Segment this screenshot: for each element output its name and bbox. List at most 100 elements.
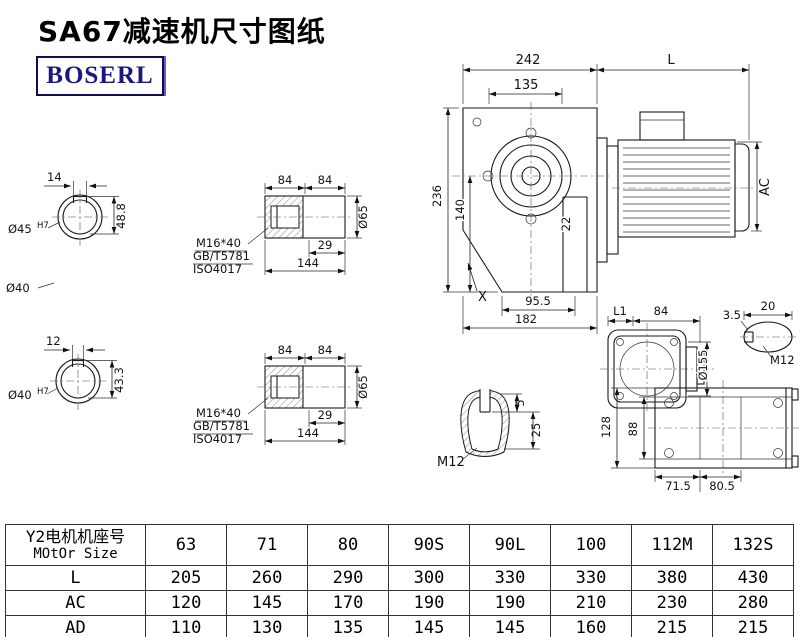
bolt-hole (670, 392, 678, 400)
dim-len-a: 84 (278, 173, 293, 187)
table-cell: 330 (550, 565, 632, 591)
table-cell: 260 (226, 565, 308, 591)
dim-motor-height: AC (758, 178, 773, 196)
dim-height: 236 (430, 185, 444, 207)
dim-shaft-offset: 22 (559, 217, 573, 232)
plug-slot (479, 389, 491, 413)
table-cell: 170 (307, 590, 389, 616)
thread-label: M16*40 (196, 406, 241, 420)
standard-label-1: GB/T5781 (193, 249, 250, 263)
len-total-dim-lines (264, 410, 345, 445)
table-header-line2: MOtOr Size (33, 546, 118, 563)
outer-dia-dim-lines (347, 365, 362, 409)
table-cell: 380 (631, 565, 713, 591)
dim-hole-dist-1: 71.5 (665, 479, 691, 493)
dim-len-b: 84 (318, 173, 333, 187)
page-title: SA67减速机尺寸图纸 (38, 15, 326, 48)
standard-label-2: ISO4017 (193, 262, 242, 276)
width-dim-lines (611, 387, 655, 469)
table-cell: 280 (712, 590, 794, 616)
boserl-logo: BOSERL (36, 56, 164, 96)
motor-terminal-box (639, 111, 685, 141)
dim-keyway-width: 12 (46, 334, 61, 348)
dim-housing-len: 242 (516, 53, 541, 68)
row-label: AC (5, 590, 146, 616)
motor-fan-cowl (734, 143, 750, 232)
slot-len-dim-lines (504, 412, 540, 450)
thread-label: M12 (437, 455, 465, 470)
motor-flange (596, 137, 608, 263)
table-cell: 300 (388, 565, 470, 591)
dim-len-c: 29 (318, 238, 333, 252)
dim-len-a: 84 (278, 343, 293, 357)
output-shaft-channel (562, 196, 588, 292)
table-row-AC: AC 120 145 170 190 190 210 230 280 (5, 590, 794, 616)
thread-label: M12 (770, 353, 795, 367)
table-header-size: 112M (631, 524, 713, 566)
inner-width-dim-lines (639, 396, 655, 460)
len-total-dim-lines (264, 240, 345, 275)
table-header-size: 80 (307, 524, 389, 566)
table-cell: 120 (145, 590, 227, 616)
dim-keyway-height: 43.3 (112, 367, 126, 393)
mount-hole (773, 398, 783, 408)
table-header-size: 132S (712, 524, 794, 566)
dim-slot-len: 25 (529, 423, 543, 438)
row-label: L (5, 565, 146, 591)
dim-foot-len: 95.5 (525, 294, 551, 308)
motor-adapter (606, 145, 619, 255)
table-cell: 145 (388, 615, 470, 637)
motor-fins (623, 147, 730, 233)
length-dim-lines (264, 183, 346, 194)
dim-outer-dia: Ø65 (356, 375, 370, 399)
dim-key-len: 20 (761, 299, 776, 313)
view-main: 242 L 135 236 140 22 95.5 (430, 53, 773, 334)
len-c-dim-lines (308, 240, 346, 275)
plug-inner (467, 396, 503, 453)
dim-key-depth: 3.5 (723, 308, 741, 322)
dim-keyway-width: 14 (47, 170, 62, 184)
motor-dimension-table: Y2电机机座号 MOtOr Size 63 71 80 90S 90L 100 … (5, 524, 794, 637)
housing-len-dim-lines (462, 64, 750, 140)
dim-motor-len: L (667, 53, 675, 68)
dim-keyway-height: 48.8 (114, 203, 128, 229)
base-len-dim-lines (462, 296, 598, 334)
table-header-size: 71 (226, 524, 308, 566)
table-header-size: 100 (550, 524, 632, 566)
dim-width: 128 (599, 416, 613, 438)
table-header-line1: Y2电机机座号 (25, 526, 126, 546)
table-cell: 215 (631, 615, 713, 637)
view-plug-detail: 5 25 M12 (437, 389, 543, 470)
bolt-hole (616, 392, 624, 400)
bolt-hole (482, 170, 494, 182)
row-label: AD (5, 615, 146, 637)
dim-hole-dist-2: 80.5 (709, 479, 735, 493)
flange-tab-top (791, 388, 799, 401)
dim-inner-width: 88 (626, 422, 640, 437)
view-front: L1 84 Ø155 20 3.5 M12 (600, 299, 797, 414)
flange-tab-bottom (791, 455, 799, 468)
table-header-size: 90L (469, 524, 551, 566)
table-cell: 205 (145, 565, 227, 591)
view-shaft-end-bottom: 12 Ø40 H7 43.3 (8, 334, 126, 410)
bolt-hole (670, 338, 678, 346)
table-row-L: L 205 260 290 300 330 330 380 430 (5, 565, 794, 591)
table-header-motor-size: Y2电机机座号 MOtOr Size (5, 524, 146, 566)
table-cell: 230 (631, 590, 713, 616)
outer-dia-dim-lines (347, 195, 362, 239)
view-shaft-end-top: 14 Ø45 H7 48.8 Ø40 (6, 170, 128, 295)
dim-len-c: 29 (318, 408, 333, 422)
hole-dist-dim-lines (654, 470, 742, 492)
table-cell: 430 (712, 565, 794, 591)
dim-corner-ref: X (478, 290, 487, 305)
len-c-dim-lines (308, 410, 346, 445)
keyway-height-dim-lines (87, 196, 119, 235)
view-bottom: 128 88 71.5 80.5 (599, 380, 799, 493)
dim-axis-height: 140 (453, 199, 467, 221)
view-shaft-side-top: 84 84 29 144 Ø65 (193, 173, 370, 276)
standard-label-2: ISO4017 (193, 432, 242, 446)
table-cell: 210 (550, 590, 632, 616)
length-dim-lines (264, 353, 346, 364)
table-cell: 190 (388, 590, 470, 616)
